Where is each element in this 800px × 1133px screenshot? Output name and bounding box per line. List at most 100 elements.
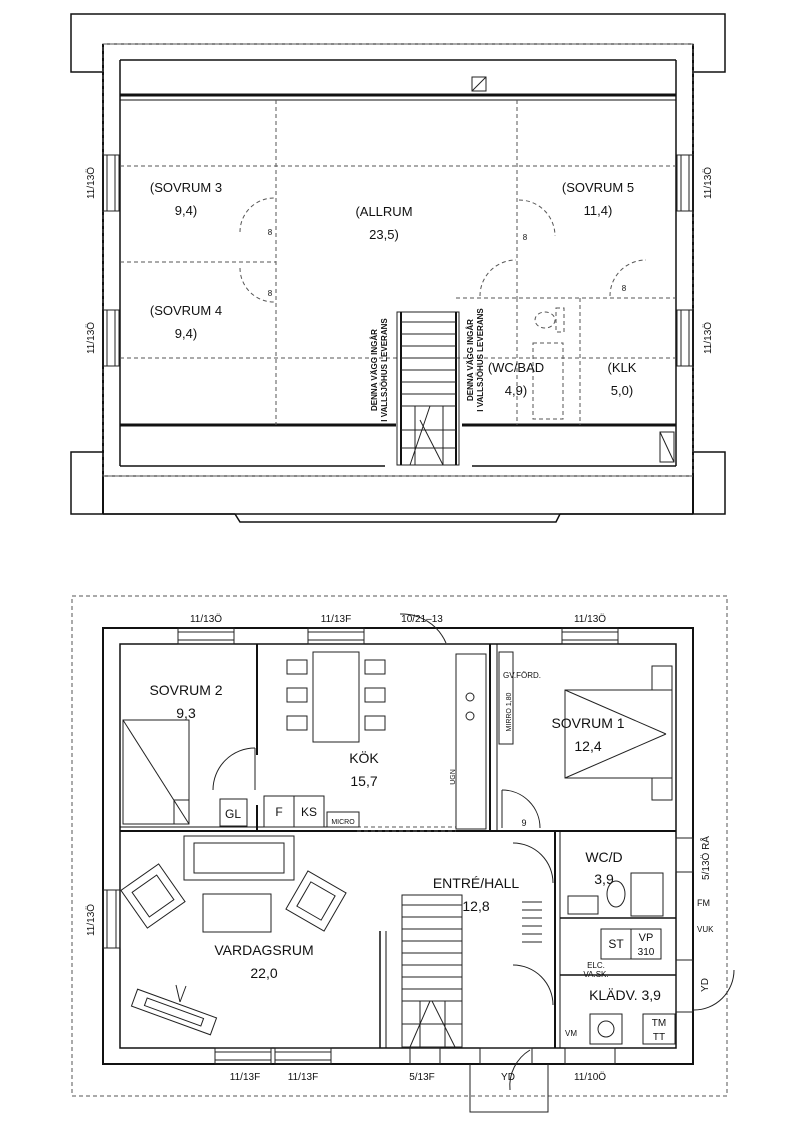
window-label-upper-right-2: 11/13Ö: [702, 322, 714, 354]
room-name-wc-bad: (WC/BAD: [488, 360, 544, 375]
wall-note-left-line-1: DENNA VÄGG INGÅR: [370, 329, 379, 411]
window-label-top-3: 10/21–13: [401, 614, 443, 625]
fixture-f: F: [275, 805, 282, 819]
room-name-sovrum-2: SOVRUM 2: [149, 682, 222, 698]
fixture-tt: TT: [653, 1032, 665, 1043]
door-swing-wcd: [512, 842, 554, 884]
upper-dashed-outline: [102, 43, 694, 477]
bed-sovrum-2-icon: [122, 719, 190, 825]
door-swing-kitchen: [399, 613, 447, 644]
room-area-sovrum-1: 12,4: [574, 738, 601, 754]
ground-window-right: [675, 837, 694, 873]
room-name-entre-hall: ENTRÉ/HALL: [433, 875, 520, 891]
fixture-mirro: MIRRO 1,80: [506, 692, 513, 731]
coffee-table-icon: [202, 893, 272, 933]
window-label-top-2: 11/13F: [321, 614, 351, 625]
room-area-allrum: 23,5): [369, 227, 399, 242]
roof-hatch-icon: [471, 76, 487, 92]
fixture-vp-number: 310: [638, 947, 655, 958]
upper-stair: [396, 311, 460, 466]
window-label-bottom-2: 11/13F: [288, 1072, 318, 1083]
room-name-sovrum-4: (SOVRUM 4: [150, 303, 222, 318]
door-label-entry: YD: [501, 1072, 515, 1083]
door-mark-1: 8: [268, 228, 273, 237]
door-label-side: YD: [700, 978, 711, 992]
room-name-sovrum-3: (SOVRUM 3: [150, 180, 222, 195]
ground-stair-treads: [402, 904, 462, 1048]
ground-bottom-windows: [214, 1047, 616, 1113]
fixture-gv-ford: GV.FÖRD.: [503, 671, 541, 680]
window-label-right: 5/13Ö RÅ: [699, 836, 712, 880]
door-swing-sovrum-1: [501, 789, 541, 829]
door-mark-9: 9: [521, 818, 526, 828]
fixture-fm: FM: [697, 898, 710, 908]
room-name-sovrum-5: (SOVRUM 5: [562, 180, 634, 195]
upper-window-left-1: [102, 154, 120, 212]
ground-window-left: [102, 889, 121, 949]
dining-table-icon: [312, 651, 360, 743]
ground-roof-outline: [71, 595, 728, 1097]
upper-window-left-2: [102, 309, 120, 367]
sofa-icon: [183, 835, 295, 881]
room-name-klk: (KLK: [608, 360, 637, 375]
fixture-st: ST: [608, 937, 624, 951]
fixture-gl: GL: [225, 807, 241, 821]
upper-stair-treads: [401, 321, 456, 466]
window-label-left: 11/13Ö: [85, 904, 97, 936]
wardrobe-sovrum-1: [498, 651, 514, 745]
room-area-sovrum-2: 9,3: [176, 705, 196, 721]
door-swing-kladv: [512, 964, 554, 1006]
upper-bathtub-icon: [532, 342, 564, 420]
room-name-allrum: (ALLRUM: [355, 204, 412, 219]
fixture-tm: TM: [652, 1018, 666, 1029]
upper-window-right-2: [676, 309, 694, 367]
kitchen-counter: [455, 653, 487, 830]
toilet-icon: [606, 880, 626, 908]
window-label-bottom-1: 11/13F: [230, 1072, 260, 1083]
room-area-sovrum-3: 9,4): [175, 203, 197, 218]
room-area-entre-hall: 12,8: [462, 898, 489, 914]
armchair-left-icon: [120, 863, 186, 929]
upper-toilet-icon: [534, 311, 556, 329]
door-mark-2: 8: [268, 289, 273, 298]
room-name-sovrum-1: SOVRUM 1: [551, 715, 624, 731]
tv-bench-icon: [130, 988, 218, 1036]
door-swing-side: [693, 969, 735, 1011]
bed-sovrum-1-icon: [564, 689, 673, 779]
fixture-vask: VA.SK.: [583, 970, 608, 979]
wall-note-right-line-1: DENNA VÄGG INGÅR: [466, 319, 475, 401]
upper-outer-wall: [102, 43, 694, 477]
room-area-sovrum-5: 11,4): [584, 203, 613, 218]
fixture-ugn: UGN: [450, 769, 457, 785]
fixture-vm: VM: [565, 1029, 577, 1038]
ground-stair: [401, 894, 463, 1048]
armchair-right-icon: [285, 870, 347, 932]
upper-window-right-1: [676, 154, 694, 212]
room-area-wcd: 3,9: [594, 871, 614, 887]
coat-rack: [522, 901, 542, 943]
ground-floor-plan: SOVRUM 2 9,3 KÖK 15,7 SOVRUM 1 12,4 WC/D…: [71, 595, 735, 1113]
room-area-sovrum-4: 9,4): [175, 326, 197, 341]
window-label-bottom-5: 11/10Ö: [574, 1071, 606, 1083]
storage-hatch-icon: [659, 431, 675, 463]
fixture-ks: KS: [301, 805, 317, 819]
room-name-kok: KÖK: [349, 749, 379, 766]
door-mark-3: 8: [523, 233, 528, 242]
room-area-kok: 15,7: [350, 773, 377, 789]
window-label-top-4: 11/13Ö: [574, 613, 606, 625]
upper-floor-plan: (SOVRUM 3 9,4) (ALLRUM 23,5) (SOVRUM 5 1…: [70, 13, 726, 523]
dining-chairs: [286, 659, 386, 731]
fixture-vuk: VUK: [697, 925, 714, 934]
wall-note-left-line-2: I VALLSJÖHUS LEVERANS: [380, 318, 389, 422]
room-area-vardagsrum: 22,0: [250, 965, 277, 981]
window-label-upper-right-1: 11/13Ö: [702, 167, 714, 199]
window-label-upper-left-2: 11/13Ö: [85, 322, 97, 354]
wall-note-right-line-2: I VALLSJÖHUS LEVERANS: [476, 308, 485, 412]
door-mark-4: 8: [622, 284, 627, 293]
door-swing-sovrum-2: [212, 747, 256, 791]
window-label-bottom-3: 5/13F: [409, 1072, 435, 1083]
fixture-micro: MICRO: [331, 819, 355, 826]
room-name-wcd: WC/D: [585, 849, 622, 865]
door-swing-entry: [509, 1049, 531, 1091]
